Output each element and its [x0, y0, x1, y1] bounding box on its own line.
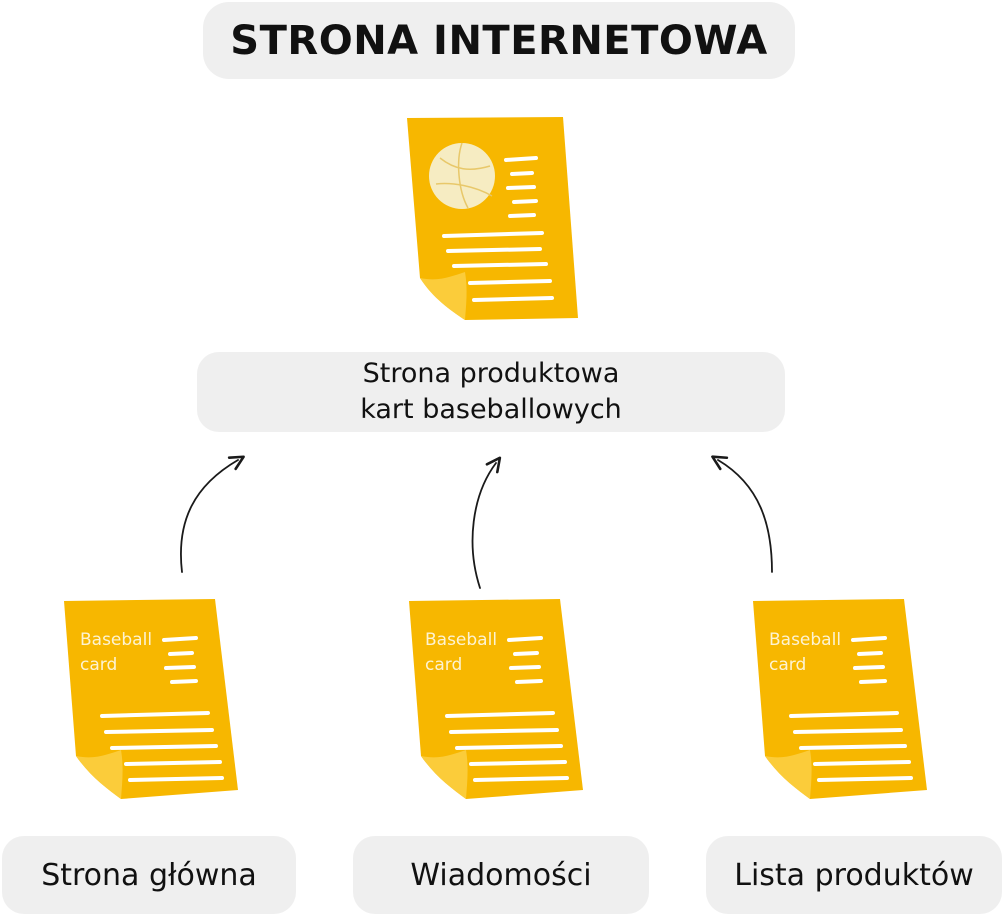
product-list-node: Lista produktów: [706, 836, 1002, 914]
arrow-products-to-product: [711, 455, 773, 573]
basketball-document-icon: [407, 117, 578, 320]
doc-card-line1: Baseball: [769, 630, 841, 650]
baseball-card-document-icon: Baseball card: [753, 599, 927, 799]
baseball-card-document-icon: Baseball card: [409, 599, 583, 799]
home-page-node: Strona główna: [2, 836, 296, 914]
doc-card-line1: Baseball: [80, 630, 152, 650]
home-page-label: Strona główna: [41, 857, 257, 893]
product-page-label: Strona produktowa kart baseballowych: [360, 357, 622, 425]
product-list-label: Lista produktów: [734, 857, 974, 893]
doc-card-line2: card: [80, 655, 117, 675]
arrow-news-to-product: [471, 456, 502, 589]
arrow-home-to-product: [180, 455, 245, 573]
doc-card-line2: card: [769, 655, 806, 675]
title-pill: STRONA INTERNETOWA: [203, 2, 795, 79]
page-title: STRONA INTERNETOWA: [230, 17, 768, 64]
doc-card-line2: card: [425, 655, 462, 675]
news-node: Wiadomości: [353, 836, 649, 914]
news-label: Wiadomości: [410, 857, 592, 893]
baseball-card-document-icon: Baseball card: [64, 599, 238, 799]
doc-card-line1: Baseball: [425, 630, 497, 650]
product-page-node: Strona produktowa kart baseballowych: [197, 352, 785, 432]
